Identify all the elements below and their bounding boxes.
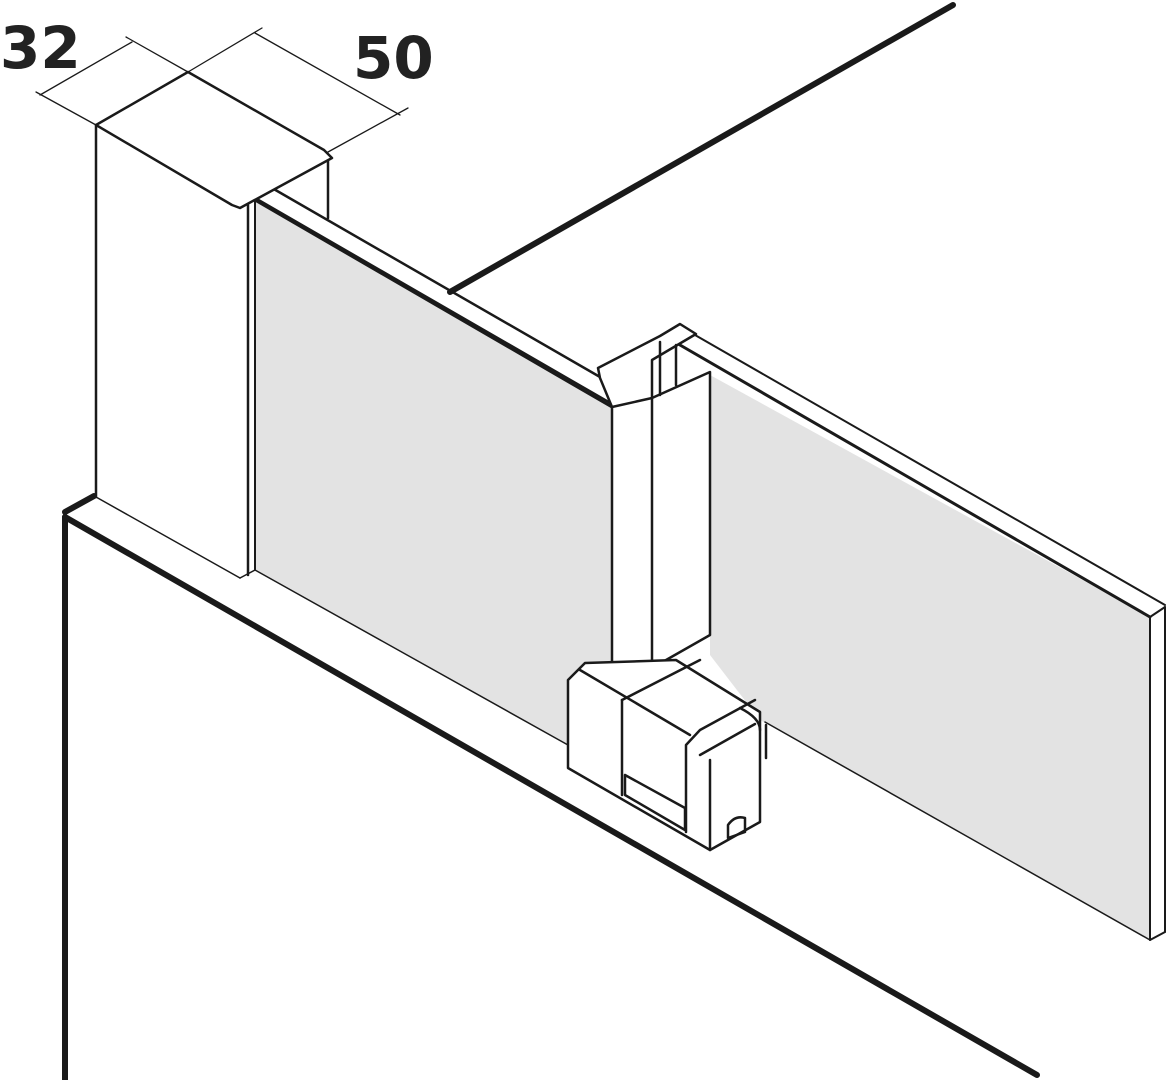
- wall-outline: [62, 2, 1040, 1080]
- connector-post: [596, 322, 712, 680]
- glass-panel-right: [678, 334, 1166, 941]
- glass-panel-left: [253, 198, 614, 746]
- floor-bracket: [566, 658, 768, 852]
- dimension-width-label: 50: [353, 24, 434, 92]
- dimension-depth-label: 32: [0, 14, 81, 82]
- dimension-lines: [35, 27, 409, 153]
